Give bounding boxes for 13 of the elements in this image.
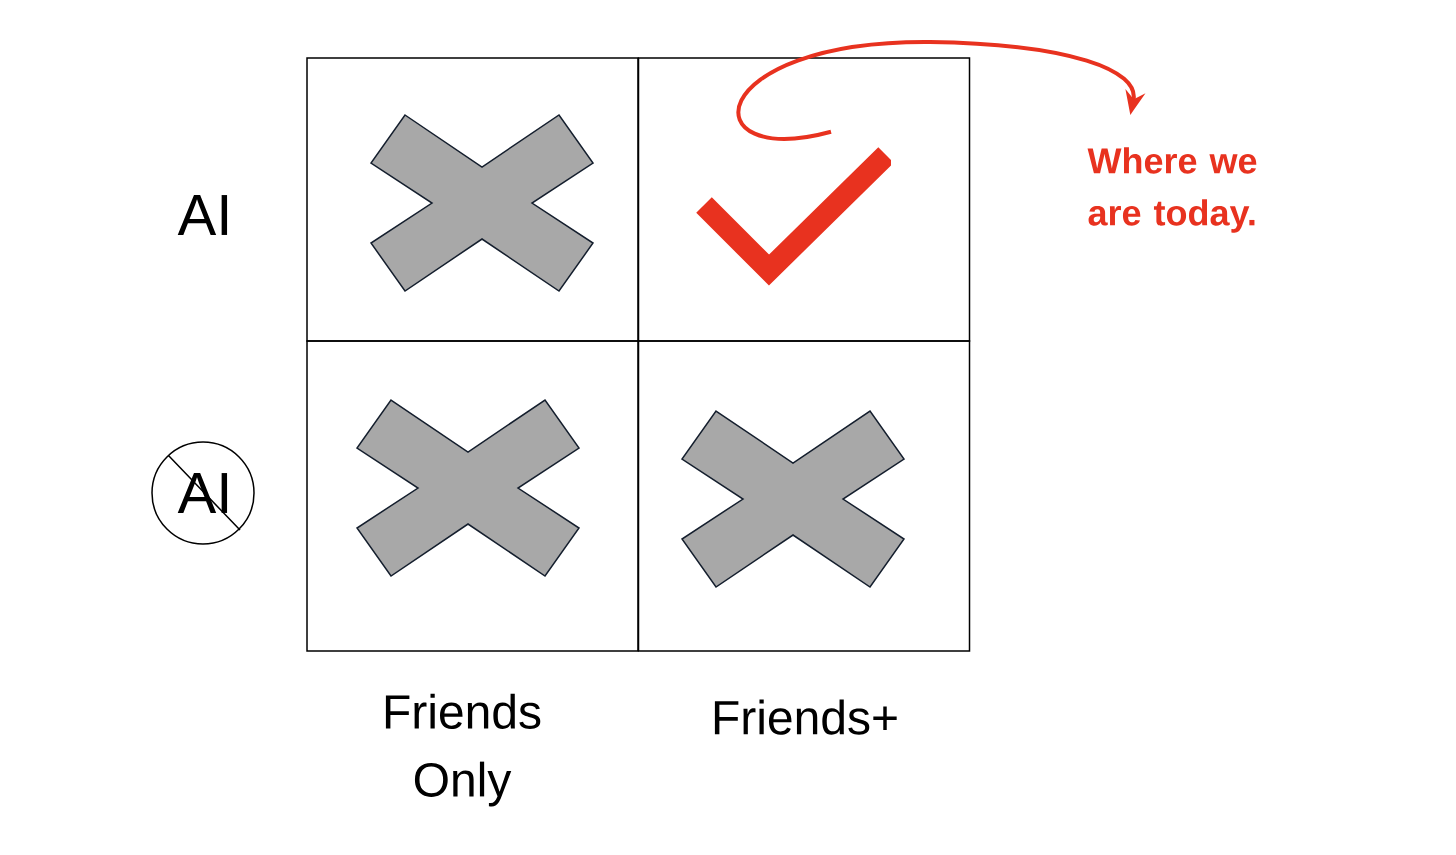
curved-arrow: [736, 40, 1146, 141]
cross-mark: [369, 113, 595, 293]
callout-text: Where we are today.: [1087, 147, 1257, 233]
grid-cell: [306, 57, 639, 342]
column-label: Friends+: [714, 699, 897, 735]
cross-mark: [680, 409, 906, 589]
row-label: AI: [177, 195, 228, 235]
grid-cell: [637, 340, 971, 652]
cross-mark: [355, 398, 581, 578]
grid-cell: [306, 340, 639, 652]
check-mark: [696, 147, 891, 286]
column-label: Friends Only: [385, 693, 541, 807]
grid-cell: [637, 57, 971, 342]
